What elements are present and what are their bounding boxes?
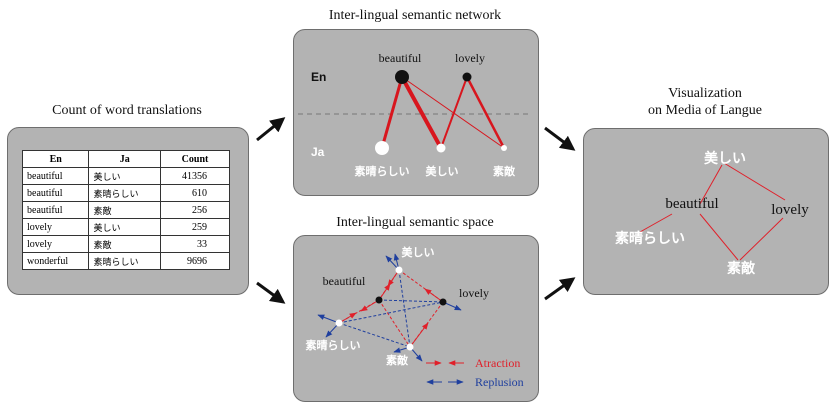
space-label-subarashii: 素晴らしい <box>306 338 361 352</box>
space-panel <box>293 235 539 402</box>
attraction-arrow <box>424 288 444 303</box>
table-row: beautiful 美しい 41356 <box>21 167 230 185</box>
node-lovely <box>462 72 472 82</box>
network-label-subarashii: 素晴らしい <box>355 164 410 178</box>
space-link <box>378 299 444 303</box>
count-title: Count of word translations <box>52 103 202 118</box>
space-label-beautiful: beautiful <box>323 274 366 288</box>
space-node-subarashii <box>335 319 343 327</box>
edge-lovely-suteki <box>465 76 506 149</box>
cell-count: 9696 <box>160 252 230 270</box>
space-link <box>378 299 411 348</box>
space-link <box>338 301 444 324</box>
flow-arrow-space-to-viz <box>544 277 576 301</box>
edge-beautiful-utsukushii <box>400 76 443 149</box>
network-label-beautiful: beautiful <box>379 51 422 65</box>
viz-label-lovely: lovely <box>771 202 809 218</box>
viz-title-line2: on Media of Langue <box>648 103 762 118</box>
lang-label-en: En <box>311 70 326 84</box>
table-row: beautiful 素敵 256 <box>21 201 230 219</box>
network-label-utsukushii: 美しい <box>426 164 459 178</box>
table-header-row: En Ja Count <box>21 150 230 168</box>
space-node-suteki <box>406 343 414 351</box>
table-row: lovely 美しい 259 <box>21 218 230 236</box>
space-label-lovely: lovely <box>459 286 489 300</box>
space-label-suteki: 素敵 <box>386 353 409 367</box>
space-node-beautiful <box>375 296 383 304</box>
space-link <box>338 322 411 348</box>
flow-arrow-to-network <box>256 117 286 142</box>
flow-arrow-network-to-viz <box>544 126 576 151</box>
table-row: lovely 素敵 33 <box>21 235 230 253</box>
legend-attraction-label: Atraction <box>475 356 520 370</box>
node-utsukushii <box>436 143 446 153</box>
table-row: wonderful 素晴らしい 9696 <box>21 252 230 270</box>
viz-edge <box>699 164 723 205</box>
viz-title-line1: Visualization <box>668 86 742 101</box>
space-label-utsukushii: 美しい <box>402 245 435 259</box>
count-table: En Ja Count beautiful 美しい 41356 beautifu… <box>21 150 230 270</box>
viz-panel <box>583 128 829 295</box>
viz-edge <box>723 162 786 201</box>
repulsion-arrow <box>317 314 340 324</box>
network-panel <box>293 29 539 196</box>
network-title: Inter-lingual semantic network <box>328 8 502 23</box>
node-suteki <box>501 145 507 151</box>
viz-label-suteki: 素敵 <box>727 260 756 277</box>
flow-arrow-to-space <box>256 281 286 304</box>
space-node-lovely <box>439 298 447 306</box>
attraction-arrow <box>360 299 380 312</box>
edge-beautiful-subarashii <box>380 76 404 149</box>
legend-repulsion-label: Replusion <box>475 375 524 389</box>
viz-edge <box>739 217 784 261</box>
space-title: Inter-lingual semantic space <box>336 215 494 230</box>
space-link <box>398 269 411 348</box>
viz-edge <box>639 213 673 233</box>
viz-edge <box>699 213 739 261</box>
viz-label-beautiful: beautiful <box>665 196 718 212</box>
network-label-suteki: 素敵 <box>493 164 516 178</box>
viz-label-subarashii: 素晴らしい <box>615 230 685 247</box>
space-node-utsukushii <box>395 266 403 274</box>
node-subarashii <box>375 141 389 155</box>
cell-ja: 素晴らしい <box>88 252 162 270</box>
edge-lovely-utsukushii <box>440 76 468 149</box>
node-beautiful <box>395 70 409 84</box>
network-label-lovely: lovely <box>455 51 485 65</box>
cell-en: wonderful <box>21 252 90 270</box>
viz-label-utsukushii: 美しい <box>704 150 746 167</box>
attraction-arrow <box>409 322 429 348</box>
lang-label-ja: Ja <box>311 145 325 159</box>
